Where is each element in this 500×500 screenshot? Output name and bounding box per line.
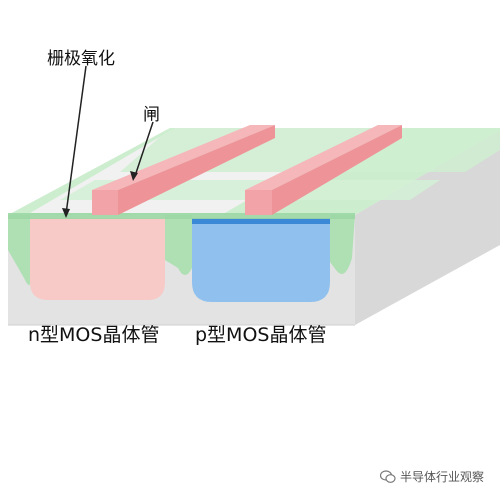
isolation-oxide-right (330, 215, 355, 274)
gate-1-side (118, 125, 275, 215)
gate-2-side (272, 125, 402, 215)
nmos-label: n型MOS晶体管 (28, 324, 160, 346)
watermark-text: 半导体行业观察 (400, 470, 485, 484)
oxide-front-strip (8, 213, 355, 219)
gate-1-front (92, 190, 118, 215)
gate-arrowhead (130, 171, 138, 181)
p-well-region (192, 218, 330, 302)
isolation-oxide-left (8, 215, 30, 286)
gate-pointer (134, 121, 154, 177)
pmos-label: p型MOS晶体管 (195, 324, 327, 346)
gate-oxide-label: 栅极氧化 (47, 49, 115, 69)
watermark: 半导体行业观察 (380, 468, 484, 485)
gate-2-top (245, 125, 402, 190)
gate-oxide-pointer (65, 65, 87, 215)
n-well-region (30, 218, 165, 300)
substrate-side-face (355, 130, 500, 325)
wechat-icon (380, 469, 396, 483)
gate-1-top (92, 125, 275, 190)
isolation-oxide-middle (165, 215, 192, 275)
gate-oxide-arrowhead (62, 208, 70, 218)
gate-label: 闸 (143, 105, 160, 125)
p-well-top-strip (192, 218, 330, 224)
gate-2-front (245, 190, 272, 215)
